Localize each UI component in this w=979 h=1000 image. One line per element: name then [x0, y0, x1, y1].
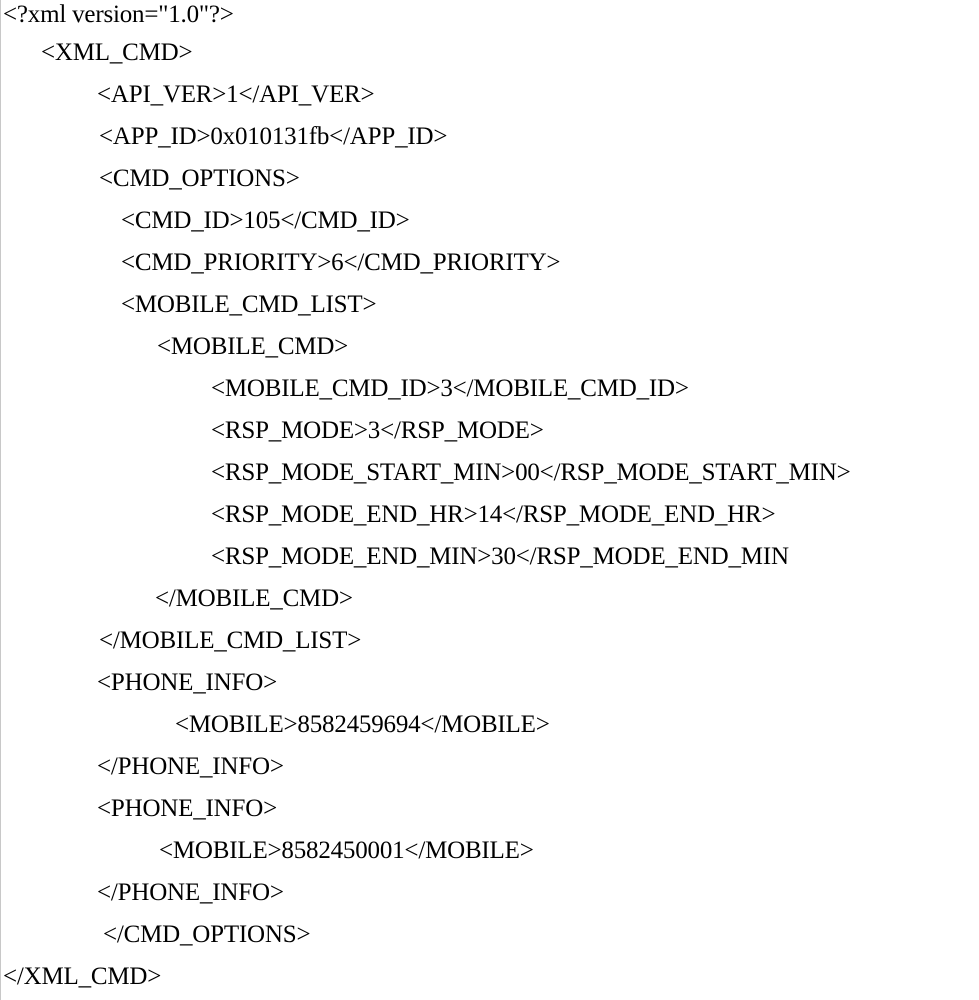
phone-info-close-line: </PHONE_INFO>	[97, 752, 284, 782]
mobile-cmd-list-open-line: <MOBILE_CMD_LIST>	[121, 290, 376, 320]
mobile-cmd-open-line: <MOBILE_CMD>	[157, 332, 348, 362]
phone-info-open-line: <PHONE_INFO>	[97, 668, 277, 698]
phone-info-open-line: <PHONE_INFO>	[97, 794, 277, 824]
mobile-number-line: <MOBILE>8582450001</MOBILE>	[159, 836, 534, 866]
xml-cmd-open-line: <XML_CMD>	[41, 38, 192, 68]
rsp-mode-start-min-line: <RSP_MODE_START_MIN>00</RSP_MODE_START_M…	[211, 458, 850, 488]
cmd-priority-line: <CMD_PRIORITY>6</CMD_PRIORITY>	[121, 248, 560, 278]
cmd-options-close-line: </CMD_OPTIONS>	[103, 920, 310, 950]
cmd-id-line: <CMD_ID>105</CMD_ID>	[121, 206, 410, 236]
mobile-number-line: <MOBILE>8582459694</MOBILE>	[175, 710, 550, 740]
api-ver-line: <API_VER>1</API_VER>	[97, 80, 374, 110]
mobile-cmd-id-line: <MOBILE_CMD_ID>3</MOBILE_CMD_ID>	[211, 374, 689, 404]
app-id-line: <APP_ID>0x010131fb</APP_ID>	[99, 122, 447, 152]
mobile-cmd-close-line: </MOBILE_CMD>	[155, 584, 353, 614]
mobile-cmd-list-close-line: </MOBILE_CMD_LIST>	[99, 626, 361, 656]
xml-cmd-close-line: </XML_CMD>	[3, 962, 161, 992]
xml-declaration-line: <?xml version="1.0"?>	[3, 0, 234, 30]
rsp-mode-line: <RSP_MODE>3</RSP_MODE>	[211, 416, 544, 446]
phone-info-close-line: </PHONE_INFO>	[97, 878, 284, 908]
rsp-mode-end-min-line: <RSP_MODE_END_MIN>30</RSP_MODE_END_MIN	[211, 542, 789, 572]
rsp-mode-end-hr-line: <RSP_MODE_END_HR>14</RSP_MODE_END_HR>	[211, 500, 775, 530]
cmd-options-open-line: <CMD_OPTIONS>	[99, 164, 300, 194]
